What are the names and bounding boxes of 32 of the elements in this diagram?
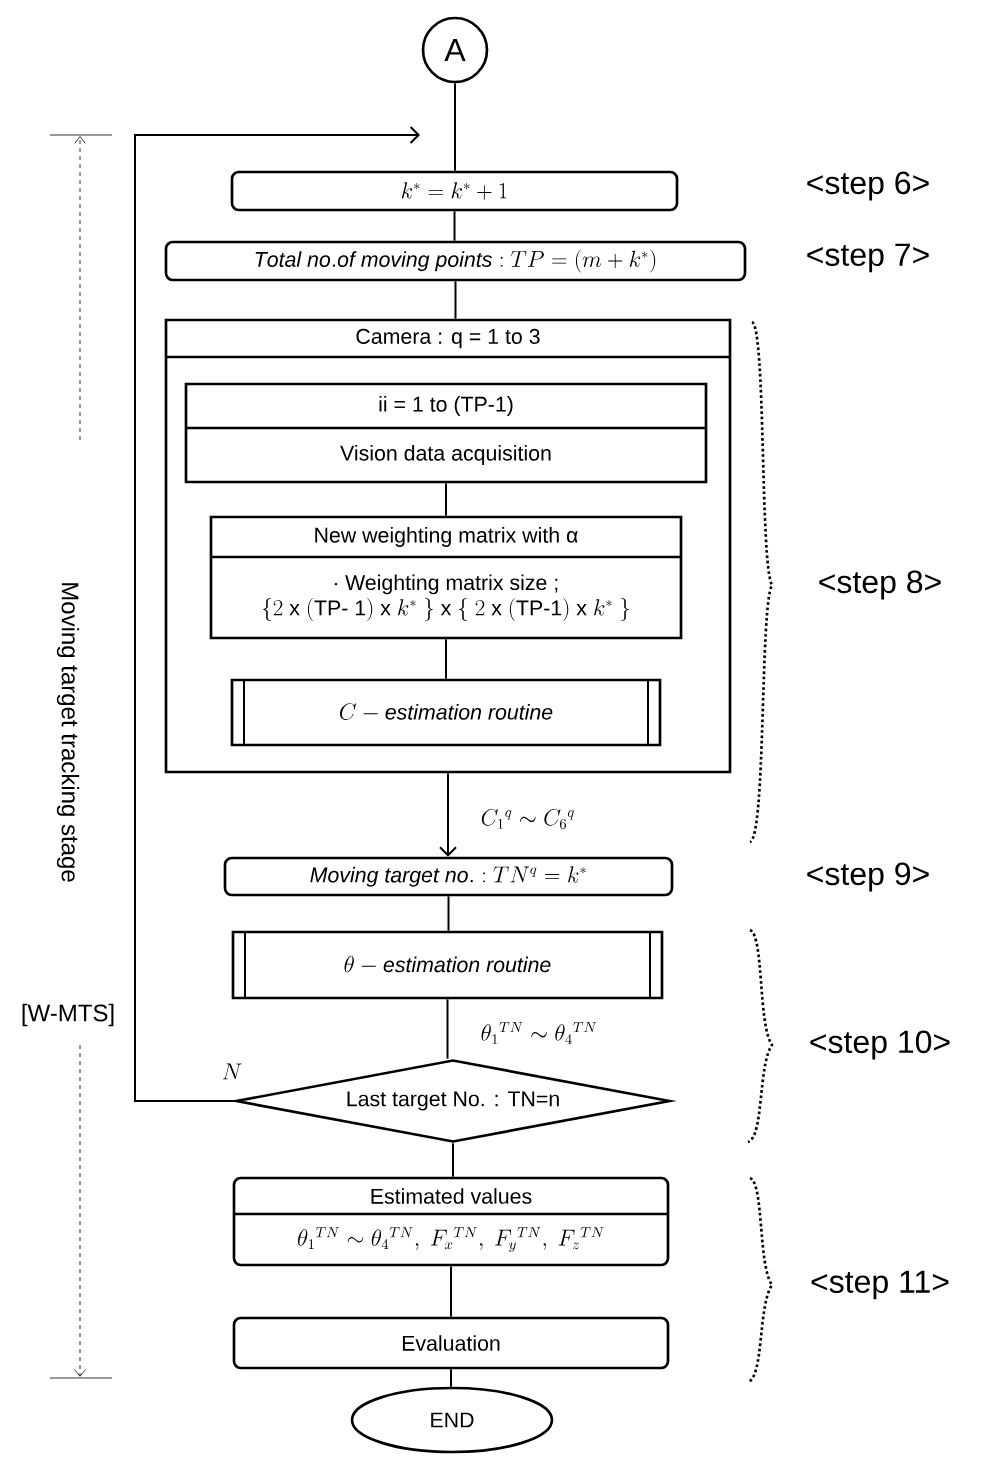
connector-line <box>450 1368 452 1388</box>
stage-label: [W-MTS] <box>22 1003 114 1027</box>
output-box: Estimated values $\theta_{1}{}^{TN}\sim\theta_{4}{}^{TN},\ F_{x}{}^{TN},\ F_{y}{}^{TN},\ F_{z}{}^{TN}$ <box>232 1176 670 1267</box>
connector-line <box>453 210 456 242</box>
connector-line <box>450 1265 452 1318</box>
step-label: <step 6> <box>807 171 929 201</box>
subroutine-box: $C-\mathit{estimation\ routine}$ <box>230 678 662 747</box>
step-label: <step 10> <box>810 1030 950 1060</box>
arrow <box>134 126 420 1102</box>
process-box: New weighting matrix with α $\begin{array}{c}\cdot\ \text{Weighting matrix size ;}\\ \{2\ \text{x}\ (\text{TP- 1})\ \text{x}\ k^{*}\ \}\ \text{x}\ \{\ 2\ \text{x}\ (\text{TP-1})\ \text{x}\ k^{*}\ \}\end{array}$ <box>209 515 683 640</box>
edge-label: $C_{1}{}^{q}\sim C_{6}{}^{q}$ <box>481 808 574 829</box>
connector-line <box>452 1142 454 1178</box>
process-box: $\mathit{Total\ no.of\ moving\ points:}\ TP=(m+k^{*})$ <box>164 240 747 282</box>
loop-box: ii = 1 to (TP-1) Vision data acquisition <box>184 382 708 484</box>
edge-label: $\theta_{1}{}^{TN}\sim\theta_{4}{}^{TN}$ <box>481 1022 597 1044</box>
stage-label: Moving target tracking stage <box>56 583 80 882</box>
process-box: $k^{*}=k^{*}+1$ <box>230 170 679 212</box>
connector-line <box>445 482 447 517</box>
step-label: <step 11> <box>811 1270 949 1300</box>
connector-line <box>446 998 449 1060</box>
step-label: <step 8> <box>819 570 941 600</box>
subroutine-box: $\theta-\mathit{estimation\ routine}$ <box>231 930 664 1000</box>
step-label: <step 9> <box>807 862 929 892</box>
connector-line <box>454 280 457 320</box>
process-box: $\mathit{Moving\ target\ no.:}\ TN^{q}=k^{*}$ <box>223 856 674 897</box>
step-label: <step 7> <box>807 243 929 273</box>
edge-label: $N$ <box>222 1063 242 1080</box>
arrow <box>439 772 457 857</box>
process-box: Evaluation <box>232 1316 670 1370</box>
connector-line <box>445 638 447 680</box>
connector-line <box>454 82 456 172</box>
connector-line <box>447 895 450 932</box>
